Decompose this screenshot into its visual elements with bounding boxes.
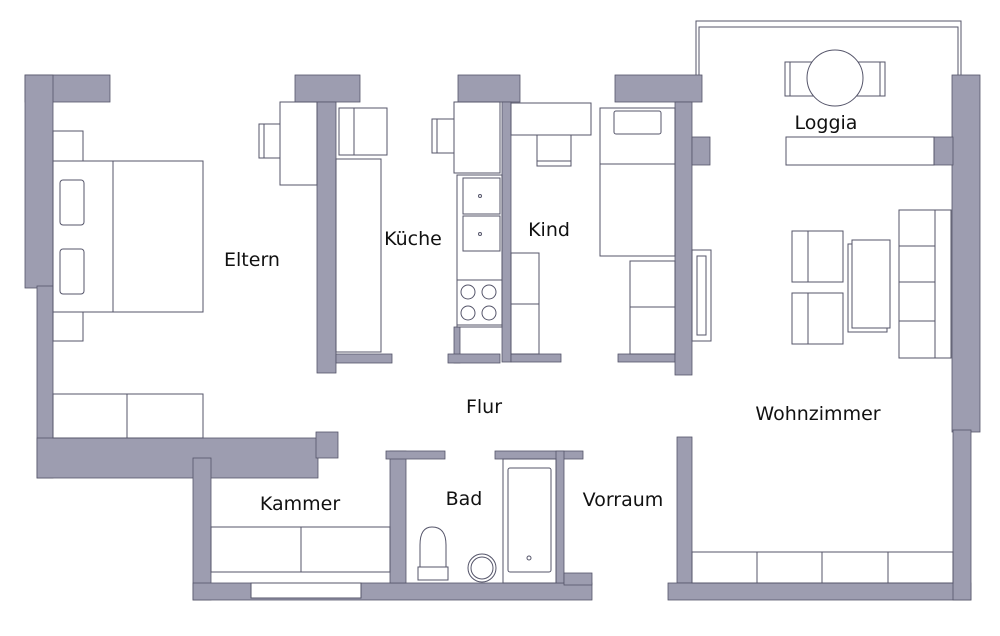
room-label-vorraum: Vorraum [583,489,664,511]
windows [250,249,712,599]
room-label-bad: Bad [446,488,483,510]
loggia-furniture [695,20,962,166]
kueche-furniture [335,101,503,353]
room-label-eltern: Eltern [224,249,280,271]
eltern-furniture [52,101,318,439]
room-label-loggia: Loggia [795,112,858,134]
bathtub-icon [507,467,552,573]
walls [24,74,981,601]
room-label-flur: Flur [466,396,502,418]
room-label-kammer: Kammer [260,493,340,515]
room-label-kind: Kind [528,219,570,241]
basin-icon [467,553,497,583]
table-icon [806,49,864,107]
kind-furniture [510,102,676,355]
wohnzimmer-furniture [691,209,954,584]
room-label-wohnzimmer: Wohnzimmer [755,403,880,425]
room-label-kueche: Küche [384,228,442,250]
kammer-bad-furniture [210,458,557,584]
